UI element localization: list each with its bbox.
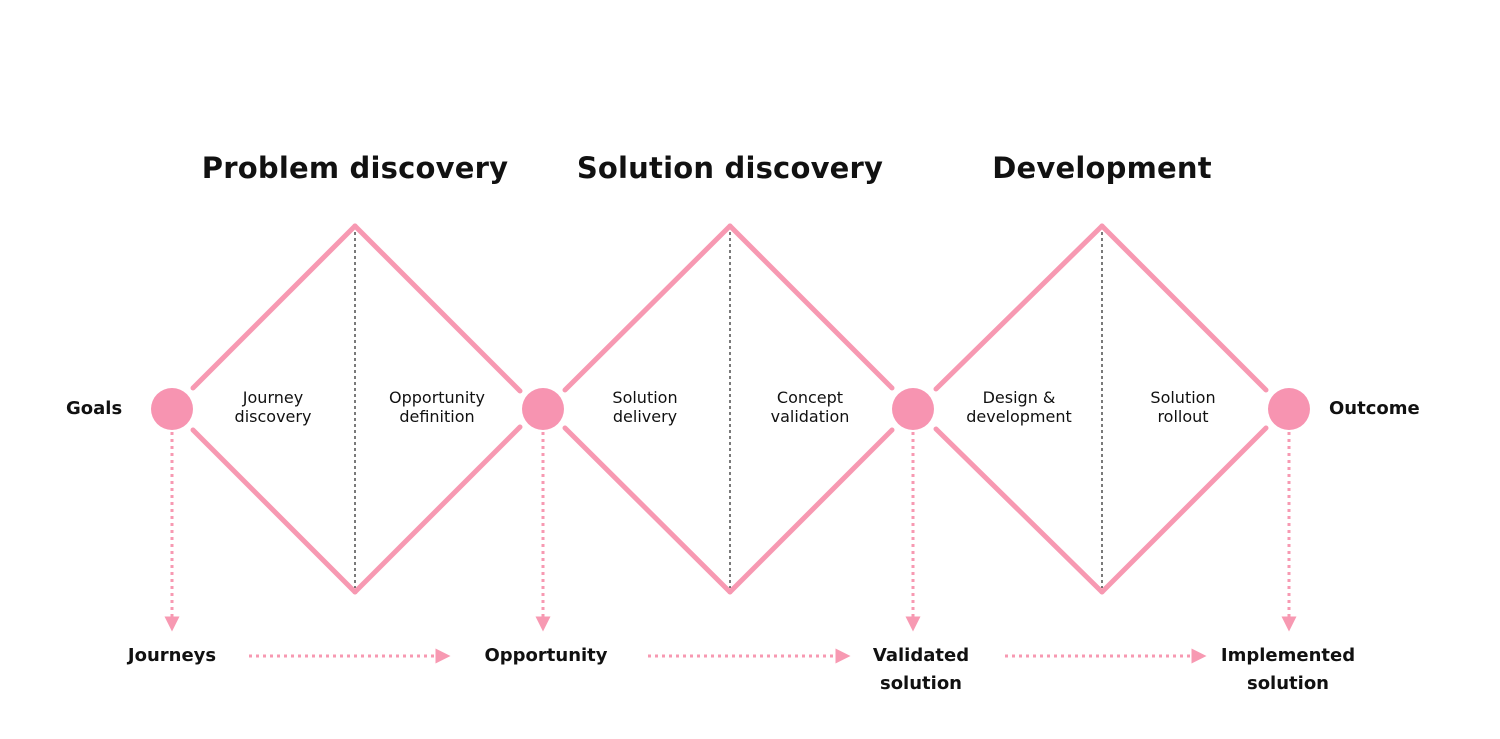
output-label-validated-solution: Validated solution — [873, 642, 969, 698]
diamond-edge-lower-left — [933, 426, 1105, 595]
diamond-edge-lower-right — [727, 427, 895, 595]
diamond-edge-upper-right — [1099, 223, 1269, 393]
stage-label-line: Design & — [982, 388, 1056, 407]
phase-title-development: Development — [992, 151, 1212, 185]
diamond-edge-lower-left — [190, 427, 358, 595]
diamond-edge-lower-left — [562, 425, 733, 595]
output-label-line: Journeys — [127, 645, 217, 666]
node-opportunity — [522, 388, 564, 430]
stage-label-line: rollout — [1157, 407, 1209, 426]
output-label-opportunity: Opportunity — [484, 642, 607, 670]
stage-label-line: Solution — [612, 388, 678, 407]
diamond-solution-discovery — [562, 223, 895, 595]
diamond-edge-lower-right — [1099, 425, 1269, 595]
node-goals — [151, 388, 193, 430]
stage-label-journey-discovery: Journey discovery — [235, 388, 312, 426]
stage-label-line: definition — [399, 407, 475, 426]
stage-label-design-development: Design & development — [966, 388, 1072, 426]
node-validated-solution — [892, 388, 934, 430]
diamond-problem-discovery — [190, 223, 523, 595]
start-label-goals: Goals — [66, 398, 123, 419]
output-label-line: solution — [879, 673, 963, 694]
output-label-line: Validated — [872, 645, 970, 666]
phase-title-solution-discovery: Solution discovery — [576, 151, 884, 185]
diamond-edge-upper-right — [352, 223, 523, 394]
diamond-edge-upper-left — [190, 223, 358, 391]
phase-title-problem-discovery: Problem discovery — [201, 151, 509, 185]
stage-label-line: Solution — [1150, 388, 1216, 407]
stage-label-solution-delivery: Solution delivery — [612, 388, 677, 426]
diamond-development — [933, 223, 1269, 595]
stage-label-concept-validation: Concept validation — [771, 388, 850, 426]
output-label-line: Opportunity — [484, 645, 608, 666]
output-label-line: Implemented — [1220, 645, 1356, 666]
stage-label-line: Concept — [776, 388, 844, 407]
node-outcome — [1268, 388, 1310, 430]
output-label-journeys: Journeys — [128, 642, 216, 670]
stage-label-line: Opportunity — [388, 388, 486, 407]
stage-label-line: Journey — [242, 388, 304, 407]
diamond-edge-upper-left — [933, 223, 1105, 392]
stage-label-solution-rollout: Solution rollout — [1150, 388, 1215, 426]
stage-label-line: discovery — [234, 407, 312, 426]
stage-label-line: validation — [770, 407, 850, 426]
output-label-implemented-solution: Implemented solution — [1221, 642, 1355, 698]
stage-label-line: delivery — [612, 407, 678, 426]
diamond-edge-upper-right — [727, 223, 895, 391]
stage-label-opportunity-definition: Opportunity definition — [389, 388, 485, 426]
output-label-line: solution — [1246, 673, 1330, 694]
end-label-outcome: Outcome — [1329, 398, 1420, 419]
diamond-edge-upper-left — [562, 223, 733, 393]
stage-label-line: development — [966, 407, 1072, 426]
diamond-edge-lower-right — [352, 424, 523, 595]
